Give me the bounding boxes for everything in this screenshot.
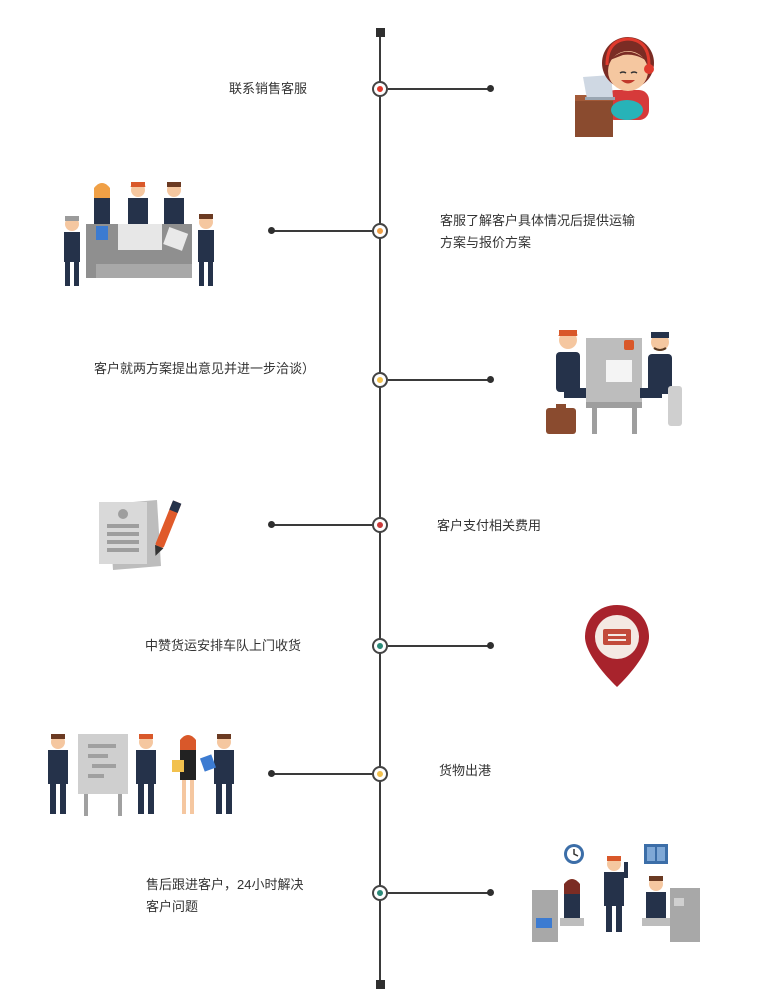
- node-dot: [377, 771, 383, 777]
- timeline-node-step-1: [372, 81, 388, 97]
- connector-end-step-1: [487, 85, 494, 92]
- connector-end-step-4: [268, 521, 275, 528]
- connector-end-step-5: [487, 642, 494, 649]
- connector-step-7: [388, 892, 490, 894]
- step-7-label: 售后跟进客户，24小时解决 客户问题: [146, 874, 303, 918]
- connector-step-2: [272, 230, 373, 232]
- timeline-node-step-5: [372, 638, 388, 654]
- timeline-start-cap: [376, 28, 385, 37]
- step-6-label: 货物出港: [439, 763, 492, 778]
- step-3-label: 客户就两方案提出意见并进一步洽谈）: [94, 361, 316, 376]
- connector-step-3: [388, 379, 490, 381]
- timeline-node-step-7: [372, 885, 388, 901]
- connector-end-step-2: [268, 227, 275, 234]
- timeline-node-step-2: [372, 223, 388, 239]
- connector-step-4: [272, 524, 373, 526]
- node-dot: [377, 228, 383, 234]
- team-meeting-icon: [64, 182, 214, 286]
- customer-service-icon: [575, 37, 654, 137]
- node-dot: [377, 522, 383, 528]
- office-support-icon: [532, 844, 700, 942]
- presentation-team-icon: [48, 734, 234, 816]
- timeline-axis: [379, 34, 381, 986]
- node-dot: [377, 643, 383, 649]
- step-2-label-line-2: 方案与报价方案: [440, 235, 532, 250]
- node-dot: [377, 890, 383, 896]
- step-2-label-line-1: 客服了解客户具体情况后提供运输: [440, 213, 636, 228]
- step-4-label: 客户支付相关费用: [437, 518, 542, 533]
- step-5-label: 中赞货运安排车队上门收货: [145, 638, 302, 653]
- step-7-label-line-1: 售后跟进客户，24小时解决: [146, 877, 304, 892]
- location-pin-icon: [585, 605, 649, 687]
- step-2-label: 客服了解客户具体情况后提供运输 方案与报价方案: [440, 210, 635, 254]
- connector-step-6: [272, 773, 373, 775]
- negotiation-icon: [546, 330, 682, 434]
- timeline-end-cap: [376, 980, 385, 989]
- connector-end-step-6: [268, 770, 275, 777]
- step-1-label: 联系销售客服: [229, 81, 308, 96]
- documents-pen-icon: [99, 500, 182, 570]
- connector-step-5: [388, 645, 490, 647]
- timeline-node-step-6: [372, 766, 388, 782]
- node-dot: [377, 86, 383, 92]
- step-7-label-line-2: 客户问题: [146, 899, 199, 914]
- connector-end-step-7: [487, 889, 494, 896]
- connector-end-step-3: [487, 376, 494, 383]
- timeline-node-step-4: [372, 517, 388, 533]
- connector-step-1: [388, 88, 490, 90]
- timeline-node-step-3: [372, 372, 388, 388]
- node-dot: [377, 377, 383, 383]
